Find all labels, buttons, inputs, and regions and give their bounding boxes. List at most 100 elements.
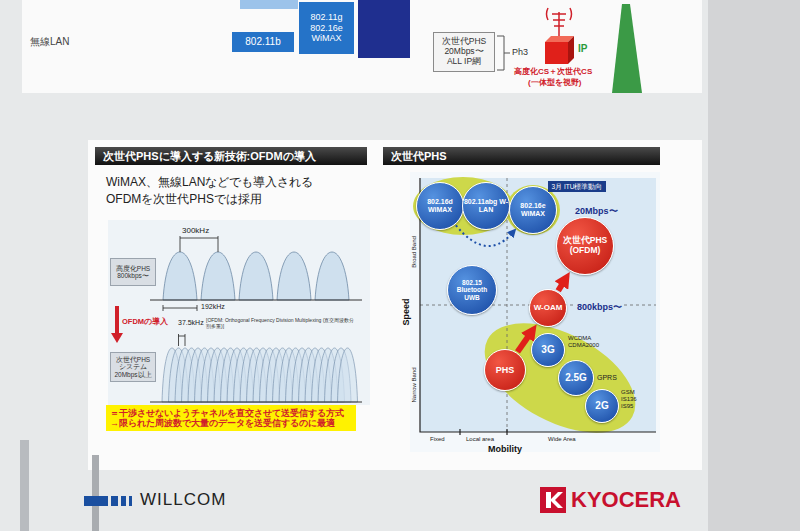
phs-circle: 次世代PHS (OFDM) [556, 217, 614, 275]
node-text: 次世代PHS (OFDM) [557, 236, 612, 256]
node-text: 次世代PHSに導入する新技術:OFDMの導入 [103, 150, 316, 163]
top-panel [22, 0, 702, 93]
poster-board [0, 0, 708, 531]
tech-circle: 2.5G [558, 360, 594, 396]
standard-label: GSM IS136 IS95 [621, 389, 645, 410]
dimension-line [179, 334, 186, 346]
ofdm-ground [108, 220, 370, 405]
ip-cube [545, 42, 568, 64]
axis-label: Broad Band [411, 236, 418, 268]
willcom-logo [129, 496, 132, 506]
stand-pole [92, 455, 99, 531]
bracket [497, 36, 510, 70]
network-box: 次世代PHS 20Mbps〜 ALL IP網 [433, 32, 495, 72]
axis-title: Mobility [488, 444, 522, 454]
red-arrow [111, 333, 123, 343]
willcom-logo [121, 496, 126, 506]
connector-arrow [558, 283, 563, 291]
subcarrier [338, 348, 358, 402]
standard-box: 802.11b [232, 32, 294, 52]
node-text: ＝干渉させないようチャネルを直交させて送受信する方式 [110, 408, 344, 418]
node-text: 2.5G [565, 372, 587, 384]
red-arrow [115, 306, 119, 334]
subcarrier-humps [162, 348, 358, 402]
node-text: 802.16d WiMAX [417, 198, 463, 214]
phs-circle: PHS [484, 349, 526, 391]
note-box: ＝干渉させないようチャネルを直交させて送受信する方式→限られた周波数で大量のデー… [106, 405, 356, 431]
carrier [277, 252, 311, 300]
intro-text: WiMAX、無線LANなどでも導入される [106, 176, 313, 190]
category-label: 無線LAN [30, 36, 69, 48]
tech-circle: 802.16d WiMAX [416, 182, 464, 230]
tech-circle: 3G [531, 333, 565, 367]
carrier [315, 252, 349, 300]
phase-label: Ph3 [512, 47, 528, 57]
node-text: 802.11b [245, 36, 280, 48]
tag-box: 3月 ITU標準動向 [548, 181, 606, 192]
node-text: 2G [595, 400, 608, 412]
node-text: 802.15 Bluetooth UWB [448, 279, 496, 301]
node-text: 高度化PHS 800kbps〜 [114, 265, 152, 280]
node-text: →限られた周波数で大量のデータを送受信するのに最適 [110, 418, 335, 428]
arrow-label: OFDMの導入 [122, 318, 168, 327]
company-logo: KYOCERA [571, 487, 681, 512]
antenna-icon [547, 8, 572, 36]
system-box: 高度化PHS 800kbps〜 [110, 258, 156, 286]
carrier [201, 252, 235, 300]
axis-label: Wide Area [548, 436, 576, 443]
willcom-logo [84, 496, 108, 506]
node-text: W-OAM [534, 303, 563, 312]
connector-arrow [518, 335, 530, 352]
section-header: 次世代PHSに導入する新技術:OFDMの導入 [95, 147, 367, 165]
system-box: 次世代PHSシステム 20Mbps以上 [110, 352, 156, 382]
node-text: 802.16e WiMAX [510, 202, 556, 218]
node-text: 次世代PHS 20Mbps〜 ALL IP網 [437, 37, 491, 66]
kyocera-logo [546, 492, 563, 508]
node-text: 次世代PHSシステム 20Mbps以上 [114, 356, 152, 378]
ip-cube [568, 36, 574, 64]
note-label: 高度化CS＋次世代CS [514, 67, 592, 76]
kyocera-logo [540, 487, 566, 513]
speed-label: 20Mbps〜 [575, 206, 618, 216]
dimension-line [180, 236, 218, 252]
carrier [239, 252, 273, 300]
carrier-humps [163, 252, 349, 300]
tech-circle: 802.11abg W-LAN [462, 182, 510, 230]
node-text: 次世代PHS [391, 150, 447, 163]
section-header: 次世代PHS [383, 147, 660, 165]
phs-circle: W-OAM [529, 289, 567, 327]
node-text: PHS [496, 365, 515, 375]
standard-label: GPRS [597, 374, 617, 382]
group-blob [413, 177, 513, 235]
ip-label: IP [578, 43, 587, 55]
tower-icon [612, 4, 642, 93]
axis-label: Narrow Band [411, 367, 418, 402]
group-blob [506, 185, 560, 235]
node-text: 802.11g 802.16e WiMAX [302, 12, 351, 43]
cut-box [358, 0, 410, 58]
node-text: 3G [541, 344, 554, 356]
node-text: 3月 ITU標準動向 [552, 183, 603, 190]
tech-circle: 2G [585, 389, 619, 423]
stand-pole [20, 440, 29, 531]
footnote-text: [OFDM: Orthogonal Frequency Division Mul… [206, 318, 356, 330]
lower-panel [88, 140, 702, 470]
note-label: (一体型を視野) [528, 78, 581, 87]
company-logo: WILLCOM [140, 490, 226, 510]
tech-circle: 802.16e WiMAX [509, 186, 557, 234]
dimension-label: 37.5kHz [178, 319, 204, 327]
baseline [150, 300, 362, 301]
willcom-logo [111, 496, 118, 506]
dimension-label: 300kHz [182, 226, 209, 235]
standard-label: WCDMA CDMA2000 [568, 335, 606, 349]
baseline [150, 402, 362, 403]
axis-label: Local area [466, 436, 494, 443]
standard-box: 802.11g 802.16e WiMAX [299, 2, 354, 54]
node-text: 802.11abg W-LAN [463, 198, 509, 214]
carrier [163, 252, 197, 300]
intro-text: OFDMを次世代PHSでは採用 [106, 193, 262, 207]
cut-box [240, 0, 298, 9]
